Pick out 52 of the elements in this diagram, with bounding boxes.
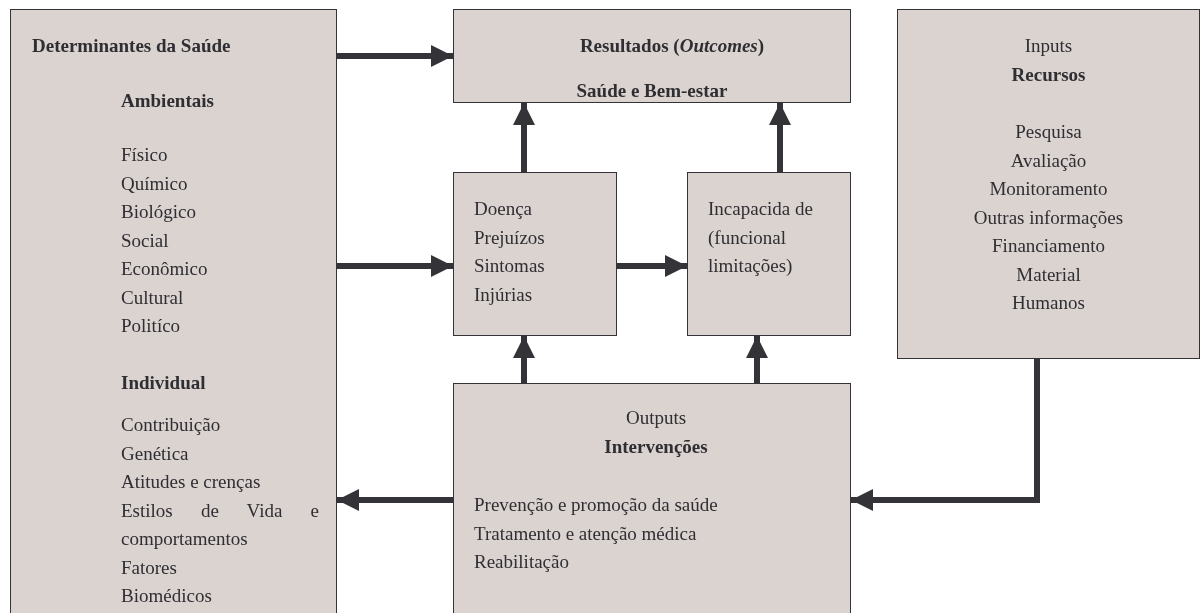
box-text: Biomédicos <box>121 584 213 608</box>
box-text: Estilos de Vida e comportamentos <box>121 498 319 551</box>
box-text: Reabilitação <box>474 550 570 574</box>
box-text: Intervenções <box>603 434 709 459</box>
box-text: Tratamento e atenção médica <box>474 521 698 546</box>
box-text: Químico <box>121 171 189 196</box>
arrow <box>337 255 453 277</box>
box-text: Doença <box>474 197 534 221</box>
box-text: Politíco <box>121 314 182 338</box>
box-text: Incapacida de (funcional limitações) <box>708 197 814 278</box>
arrow <box>337 489 453 511</box>
process-box <box>453 172 617 336</box>
box-text: Resultados (Outcomes) <box>578 34 766 58</box>
box-text: Cultural <box>121 285 185 310</box>
box-text: Monitoramento <box>988 177 1109 201</box>
process-box <box>10 9 337 613</box>
box-text: Social <box>121 228 170 253</box>
process-box <box>897 9 1200 359</box>
arrow <box>746 336 768 383</box>
box-text: Ambientais <box>121 88 215 113</box>
box-text: Atitudes e crenças <box>121 470 262 494</box>
arrow <box>851 359 1040 511</box>
box-text: Outputs <box>624 406 688 430</box>
box-text: Biológico <box>121 200 197 224</box>
box-text: Sintomas <box>474 254 546 278</box>
box-text: Individual <box>121 370 207 395</box>
process-box <box>453 383 851 613</box>
box-text: Genética <box>121 441 190 466</box>
arrow <box>513 336 535 383</box>
box-text: Outras informações <box>972 205 1125 230</box>
box-text: Inputs <box>1023 34 1074 58</box>
box-text: Econômico <box>121 257 209 281</box>
box-text: Financiamento <box>991 234 1106 258</box>
box-text: Recursos <box>1010 62 1087 87</box>
process-box <box>453 9 851 103</box>
box-text: Contribuição <box>121 413 222 437</box>
box-text: Pesquisa <box>1014 120 1083 144</box>
box-text: Prejuízos <box>474 225 546 250</box>
box-text: Avaliação <box>1009 148 1088 173</box>
process-box <box>687 172 851 336</box>
box-text: Saúde e Bem-estar <box>575 78 729 103</box>
arrow <box>769 103 791 172</box>
box-text: Fatores <box>121 555 178 580</box>
arrow <box>513 103 535 172</box>
box-text: Prevenção e promoção da saúde <box>474 493 719 517</box>
box-text: Humanos <box>1011 291 1086 315</box>
arrow <box>617 255 687 277</box>
box-text: Físico <box>121 143 169 167</box>
box-text: Determinantes da Saúde <box>32 34 232 58</box>
box-text: Material <box>1015 262 1082 287</box>
box-text: Injúrias <box>474 282 534 307</box>
arrow <box>337 45 453 67</box>
